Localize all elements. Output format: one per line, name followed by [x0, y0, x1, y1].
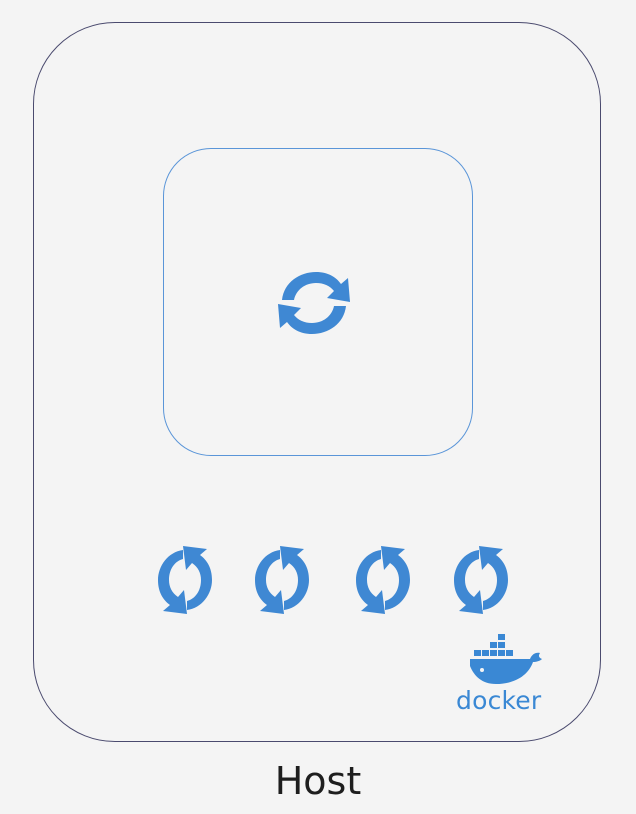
- sync-icon: [356, 546, 410, 614]
- docker-whale-icon: [470, 634, 542, 684]
- container-box: [163, 148, 473, 456]
- sync-icon: [158, 546, 212, 614]
- host-label: Host: [274, 759, 362, 803]
- sync-icon: [255, 546, 309, 614]
- sync-icon: [454, 546, 508, 614]
- sync-icon: [278, 272, 350, 334]
- docker-wordmark: docker: [456, 686, 542, 715]
- host-box: [33, 22, 601, 742]
